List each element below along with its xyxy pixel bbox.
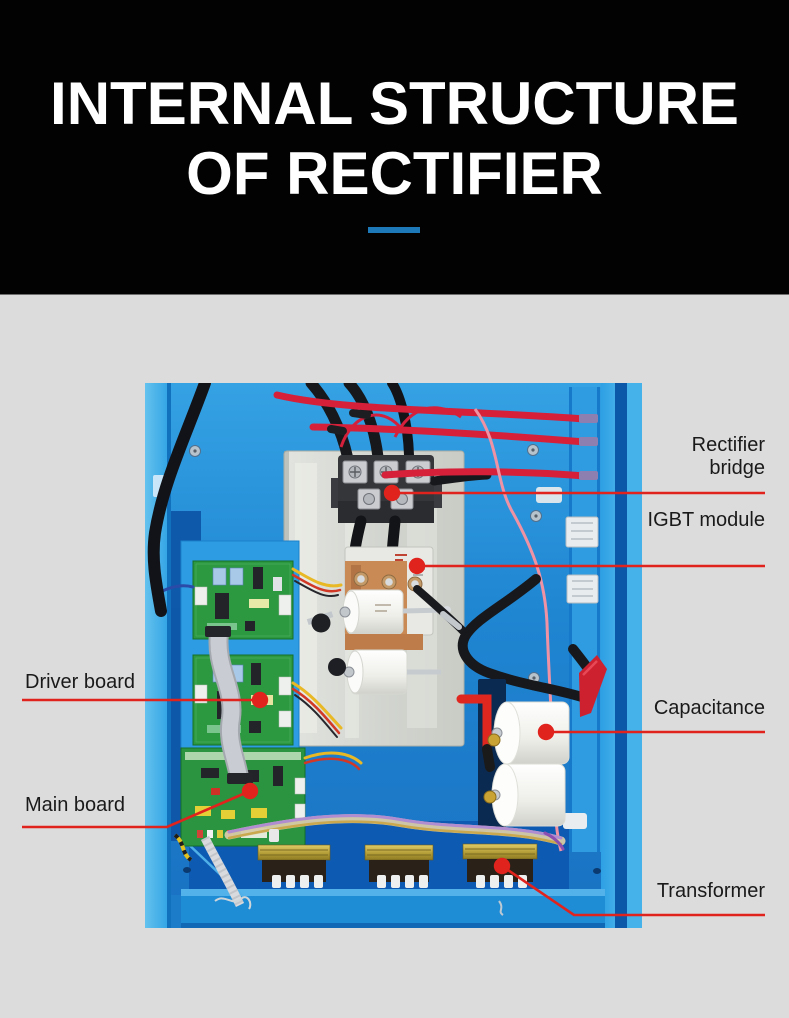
corrugated-tube — [173, 833, 245, 907]
callout-label-driver-board: Driver board — [25, 671, 136, 693]
callout-label-transformer: Transformer — [656, 880, 765, 902]
capacitor-1 — [487, 701, 570, 765]
transformer-2 — [364, 844, 434, 888]
ribbon-cable — [205, 626, 253, 784]
transformer-1 — [257, 844, 331, 888]
callout-label-rectifier-bridge: Rectifier bridge — [691, 434, 765, 479]
thermostat — [306, 611, 334, 633]
page-title: INTERNAL STRUCTURE OF RECTIFIER — [0, 0, 789, 209]
rectifier-internal-photo — [145, 383, 642, 928]
red-capacitor-cable — [456, 694, 492, 754]
header-banner: INTERNAL STRUCTURE OF RECTIFIER — [0, 0, 789, 295]
red-bracket — [568, 644, 607, 717]
capacitor-bank — [456, 679, 570, 831]
callout-label-main-board: Main board — [25, 794, 126, 816]
callout-label-igbt-module: IGBT module — [647, 509, 765, 531]
terminal-blocks — [536, 487, 599, 829]
capacitor-2 — [483, 763, 566, 827]
black-output-cable — [457, 574, 593, 704]
red-power-cables — [273, 391, 598, 480]
wiring-harness — [224, 814, 566, 851]
callout-label-capacitance: Capacitance — [653, 697, 765, 719]
driver-board-2 — [192, 654, 294, 746]
title-line-1: INTERNAL STRUCTURE — [50, 70, 739, 137]
transformer-3 — [462, 843, 538, 888]
title-line-2: OF RECTIFIER — [186, 140, 603, 207]
title-accent-dash — [368, 227, 420, 233]
left-wall-cable — [147, 383, 211, 617]
